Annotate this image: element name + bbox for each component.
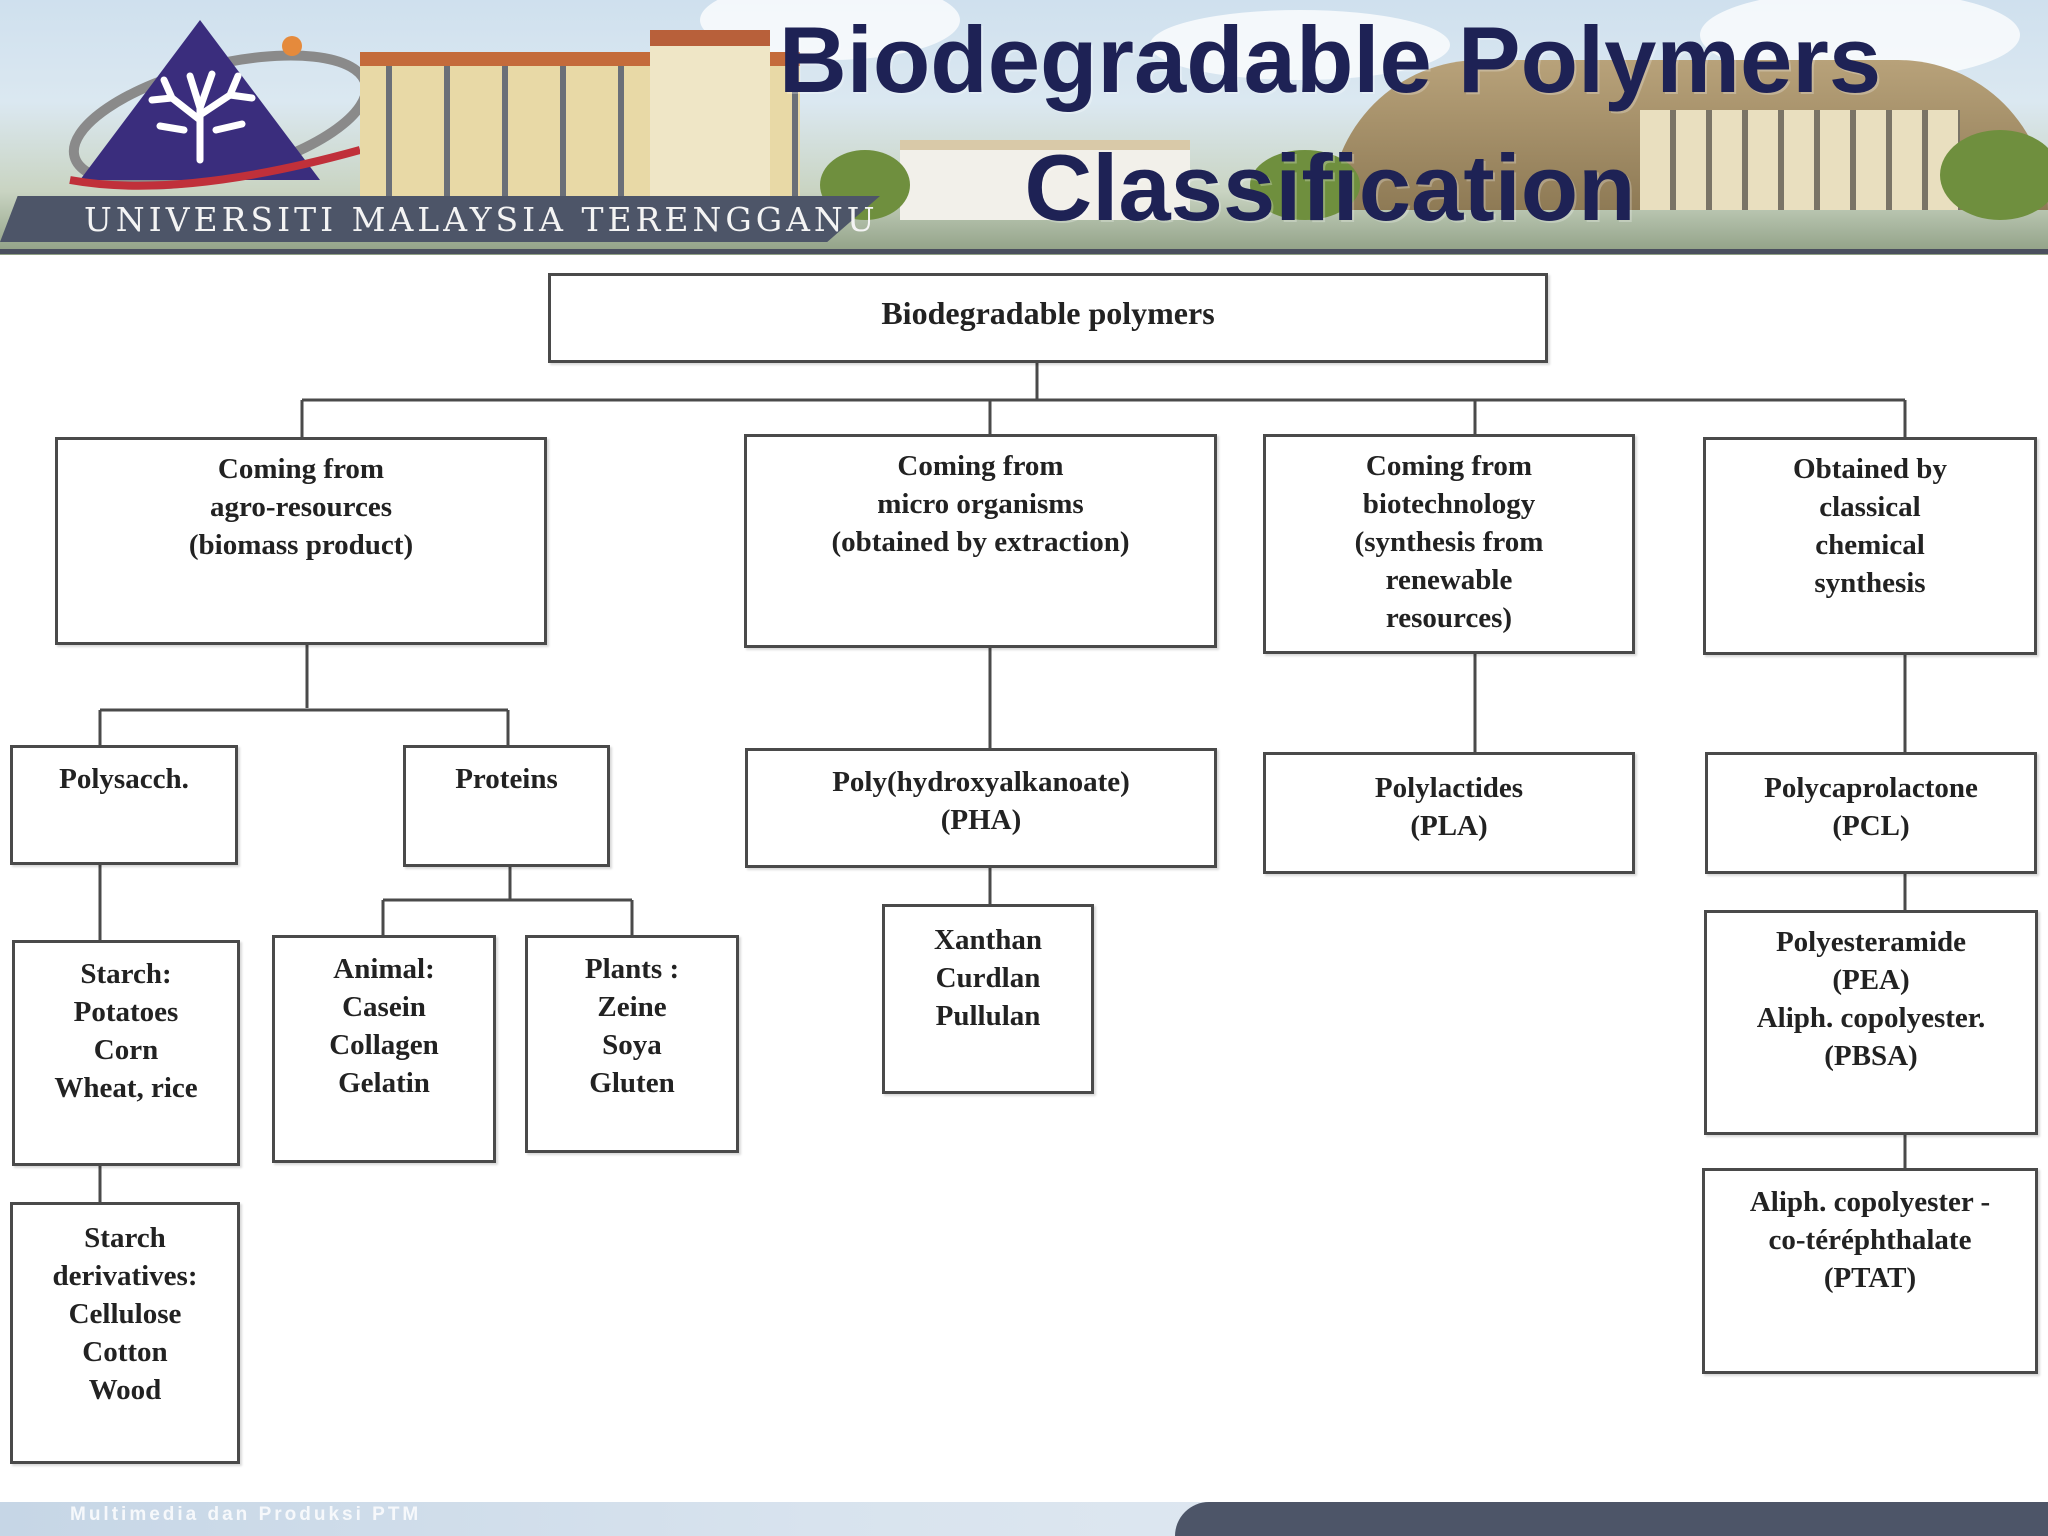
- node-starch: Starch: Potatoes Corn Wheat, rice: [12, 940, 240, 1166]
- node-label: Starch derivatives: Cellulose Cotton Woo…: [52, 1222, 198, 1406]
- node-label: Xanthan Curdlan Pullulan: [934, 924, 1042, 1032]
- node-label: Plants : Zeine Soya Gluten: [584, 953, 680, 1099]
- node-pha: Poly(hydroxyalkanoate) (PHA): [745, 748, 1217, 868]
- slide-title-line-2: Classification: [1024, 135, 1636, 240]
- tree: [1940, 130, 2048, 220]
- node-label: Polylactides (PLA): [1374, 772, 1524, 842]
- node-starch-derivatives: Starch derivatives: Cellulose Cotton Woo…: [10, 1202, 240, 1464]
- node-label: Animal: Casein Collagen Gelatin: [329, 953, 439, 1099]
- cloud: [1150, 10, 1450, 80]
- node-label: Coming from micro organisms (obtained by…: [831, 450, 1130, 558]
- node-label: Aliph. copolyester - co-téréphthalate (P…: [1749, 1186, 1991, 1294]
- node-label: Polysacch.: [59, 763, 189, 795]
- campus-building-right: [1640, 110, 1960, 210]
- node-label: Coming from agro-resources (biomass prod…: [188, 453, 414, 561]
- header-banner: [0, 0, 2048, 255]
- university-name: Universiti Malaysia Terengganu: [84, 200, 879, 239]
- node-label: Obtained by classical chemical synthesis: [1793, 453, 1947, 599]
- node-biotechnology: Coming from biotechnology (synthesis fro…: [1263, 434, 1635, 654]
- tree: [1250, 150, 1360, 220]
- footer-credit: Multimedia dan Produksi PTM: [70, 1504, 422, 1525]
- node-label: Polycaprolactone (PCL): [1764, 772, 1978, 842]
- university-strip: [0, 196, 880, 242]
- coral-triangle-logo-icon: [68, 20, 360, 190]
- node-pla: Polylactides (PLA): [1263, 752, 1635, 874]
- node-polysaccharides: Polysacch.: [10, 745, 238, 865]
- node-animal-proteins: Animal: Casein Collagen Gelatin: [272, 935, 496, 1163]
- node-plant-proteins: Plants : Zeine Soya Gluten: [525, 935, 739, 1153]
- slide-title: Biodegradable Polymers Classification: [630, 0, 2030, 252]
- node-pea-pbsa: Polyesteramide (PEA) Aliph. copolyester.…: [1704, 910, 2038, 1135]
- slide-title-line-1: Biodegradable Polymers: [778, 7, 1882, 112]
- node-proteins: Proteins: [403, 745, 610, 867]
- node-label: Polyesteramide (PEA) Aliph. copolyester.…: [1756, 926, 1986, 1072]
- node-label: Biodegradable polymers: [881, 295, 1215, 331]
- node-agro-resources: Coming from agro-resources (biomass prod…: [55, 437, 547, 645]
- node-ptat: Aliph. copolyester - co-téréphthalate (P…: [1702, 1168, 2038, 1374]
- campus-building-tower: [650, 30, 770, 216]
- node-biodegradable-polymers: Biodegradable polymers: [548, 273, 1548, 363]
- node-xanthan-curdlan-pullulan: Xanthan Curdlan Pullulan: [882, 904, 1094, 1094]
- node-pcl: Polycaprolactone (PCL): [1705, 752, 2037, 874]
- node-chemical-synthesis: Obtained by classical chemical synthesis: [1703, 437, 2037, 655]
- node-micro-organisms: Coming from micro organisms (obtained by…: [744, 434, 1217, 648]
- header-divider: [0, 249, 2048, 254]
- footer-tab: [1175, 1502, 2048, 1536]
- node-label: Coming from biotechnology (synthesis fro…: [1354, 450, 1544, 634]
- node-label: Poly(hydroxyalkanoate) (PHA): [832, 766, 1130, 836]
- campus-building-middle: [900, 140, 1190, 220]
- node-label: Proteins: [455, 763, 558, 795]
- node-label: Starch: Potatoes Corn Wheat, rice: [54, 958, 198, 1104]
